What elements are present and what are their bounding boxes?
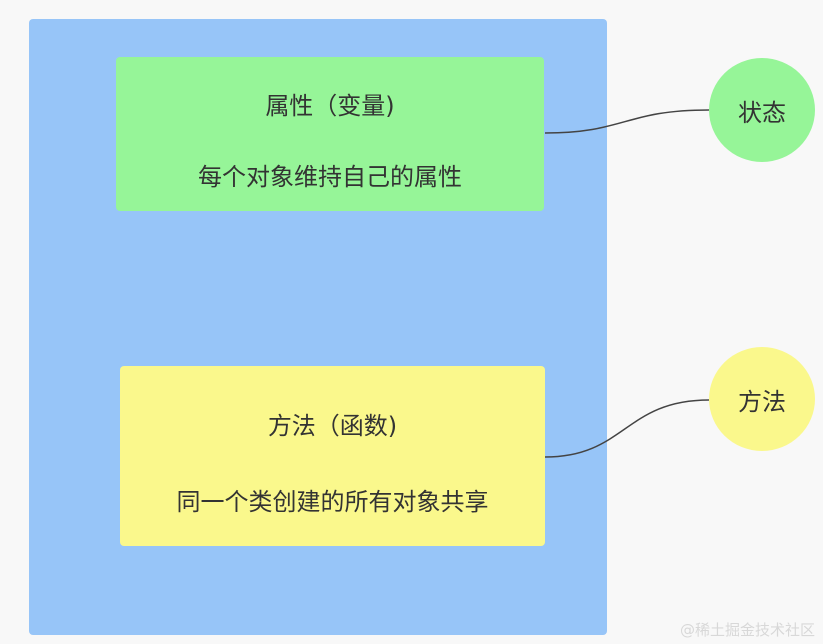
attribute-box: 属性（变量) 每个对象维持自己的属性	[116, 57, 544, 211]
attribute-description: 每个对象维持自己的属性	[198, 163, 462, 191]
method-node: 方法	[709, 347, 815, 451]
state-node: 状态	[709, 58, 815, 162]
method-box: 方法（函数) 同一个类创建的所有对象共享	[120, 366, 545, 546]
method-title: 方法（函数)	[267, 412, 398, 440]
watermark: @稀土掘金技术社区	[679, 621, 815, 639]
method-node-label: 方法	[738, 387, 786, 416]
state-node-label: 状态	[738, 98, 786, 127]
method-description: 同一个类创建的所有对象共享	[176, 488, 489, 516]
attribute-title: 属性（变量)	[265, 92, 395, 120]
